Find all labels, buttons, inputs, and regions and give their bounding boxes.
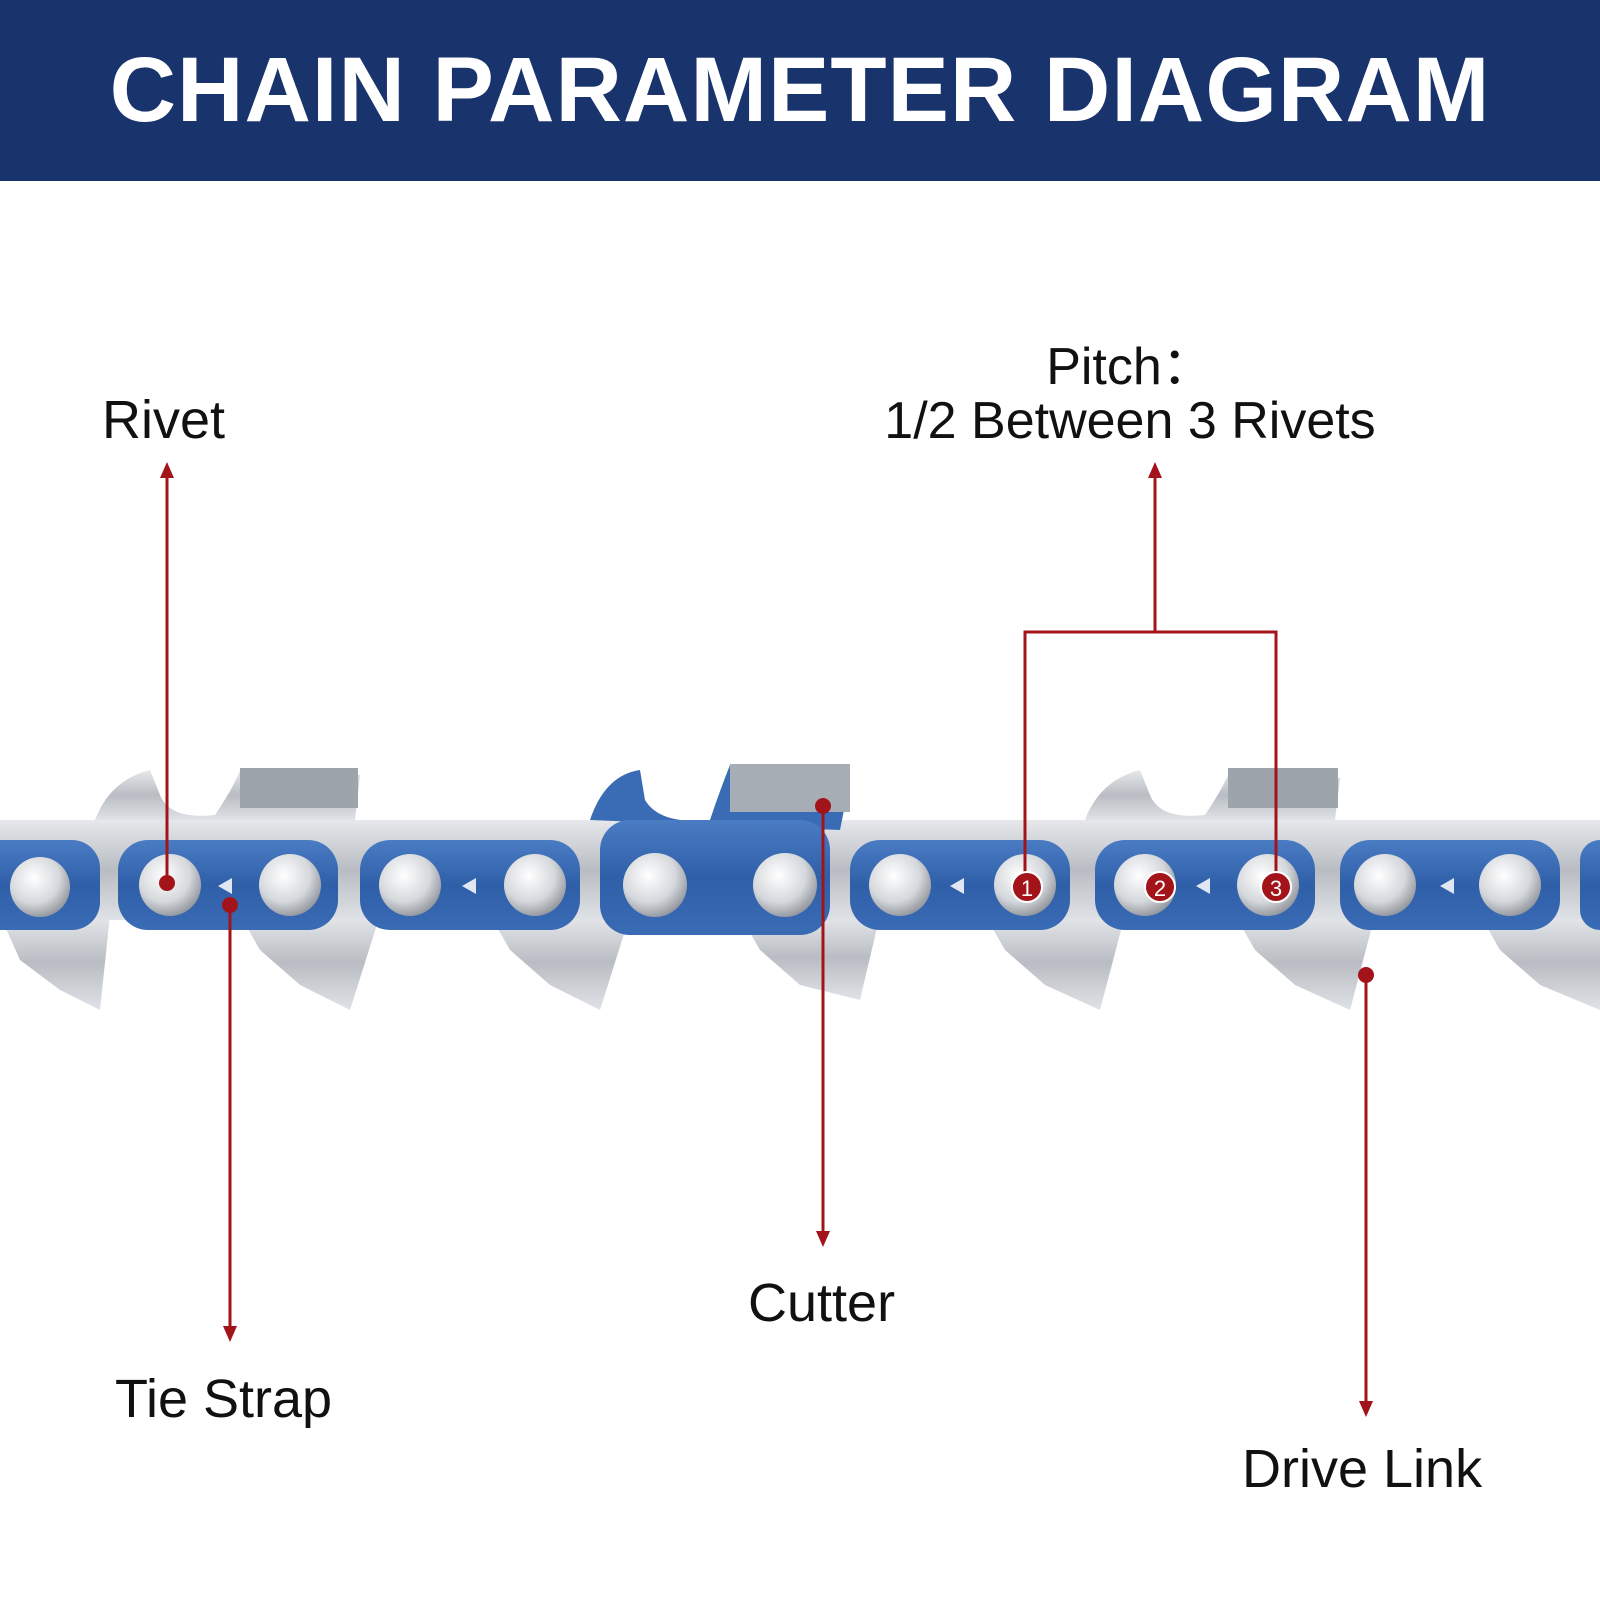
rivet-label: Rivet [102, 390, 226, 450]
rivet [623, 853, 687, 917]
rivet [1354, 854, 1416, 916]
tie-strap-dot [222, 897, 238, 913]
tie-strap-label: Tie Strap [115, 1369, 333, 1429]
pitch-title: Pitch： [1046, 338, 1214, 396]
drive-link-tooth [240, 915, 380, 1010]
rivet [869, 854, 931, 916]
tie-strap-link [1580, 840, 1600, 930]
drive-link-tooth [985, 915, 1125, 1010]
cutter-blade [240, 768, 358, 808]
cutter-dot [815, 798, 831, 814]
drive-link-dot [1358, 967, 1374, 983]
link-notches [218, 878, 1454, 894]
title-banner: CHAIN PARAMETER DIAGRAM [0, 0, 1600, 181]
page-title: CHAIN PARAMETER DIAGRAM [109, 39, 1491, 141]
rivet-marker-2-label: 2 [1154, 876, 1166, 901]
pitch-bracket [1023, 630, 1278, 885]
rivet-marker-3-label: 3 [1270, 876, 1282, 901]
rivet-dot [159, 875, 175, 891]
drive-links [0, 915, 1600, 1010]
pitch-label: Pitch： 1/2 Between 3 Rivets [880, 340, 1380, 448]
rivet [10, 857, 70, 917]
link-notch [462, 878, 476, 894]
rivet-marker-1 [1011, 871, 1043, 903]
cutter-blade [730, 764, 850, 812]
rivet-marker-2 [1144, 871, 1176, 903]
link-notch [1440, 878, 1454, 894]
drive-link-tooth [740, 915, 880, 1000]
rivet [753, 853, 817, 917]
pitch-arrowhead [1148, 462, 1162, 478]
pointer-markers [159, 462, 1374, 1417]
drive-link-label: Drive Link [1242, 1439, 1483, 1499]
rivet [1479, 854, 1541, 916]
cutter-arrowhead [816, 1231, 830, 1247]
link-notch [218, 878, 232, 894]
rivet-marker-1-label: 1 [1021, 876, 1033, 901]
rivets [10, 853, 1541, 917]
drive-link-arrowhead [1359, 1401, 1373, 1417]
rivet [379, 854, 441, 916]
rivet-marker-3 [1260, 871, 1292, 903]
drive-link-tooth [0, 915, 110, 1010]
rivet [259, 854, 321, 916]
drive-link-tooth [1235, 915, 1375, 1010]
rivet [504, 854, 566, 916]
tie-strap-arrowhead [223, 1326, 237, 1342]
cutter-label: Cutter [748, 1273, 896, 1333]
pitch-rivet-markers: 1 2 3 [1011, 871, 1292, 903]
drive-link-tooth [1480, 915, 1600, 1010]
drive-link-tooth [490, 915, 630, 1010]
link-notch [950, 878, 964, 894]
cutter-blade [1228, 768, 1338, 808]
pointer-lines [165, 472, 1368, 1405]
rivet-arrowhead [160, 462, 174, 478]
pitch-value: 1/2 Between 3 Rivets [884, 392, 1376, 450]
link-notch [1196, 878, 1210, 894]
